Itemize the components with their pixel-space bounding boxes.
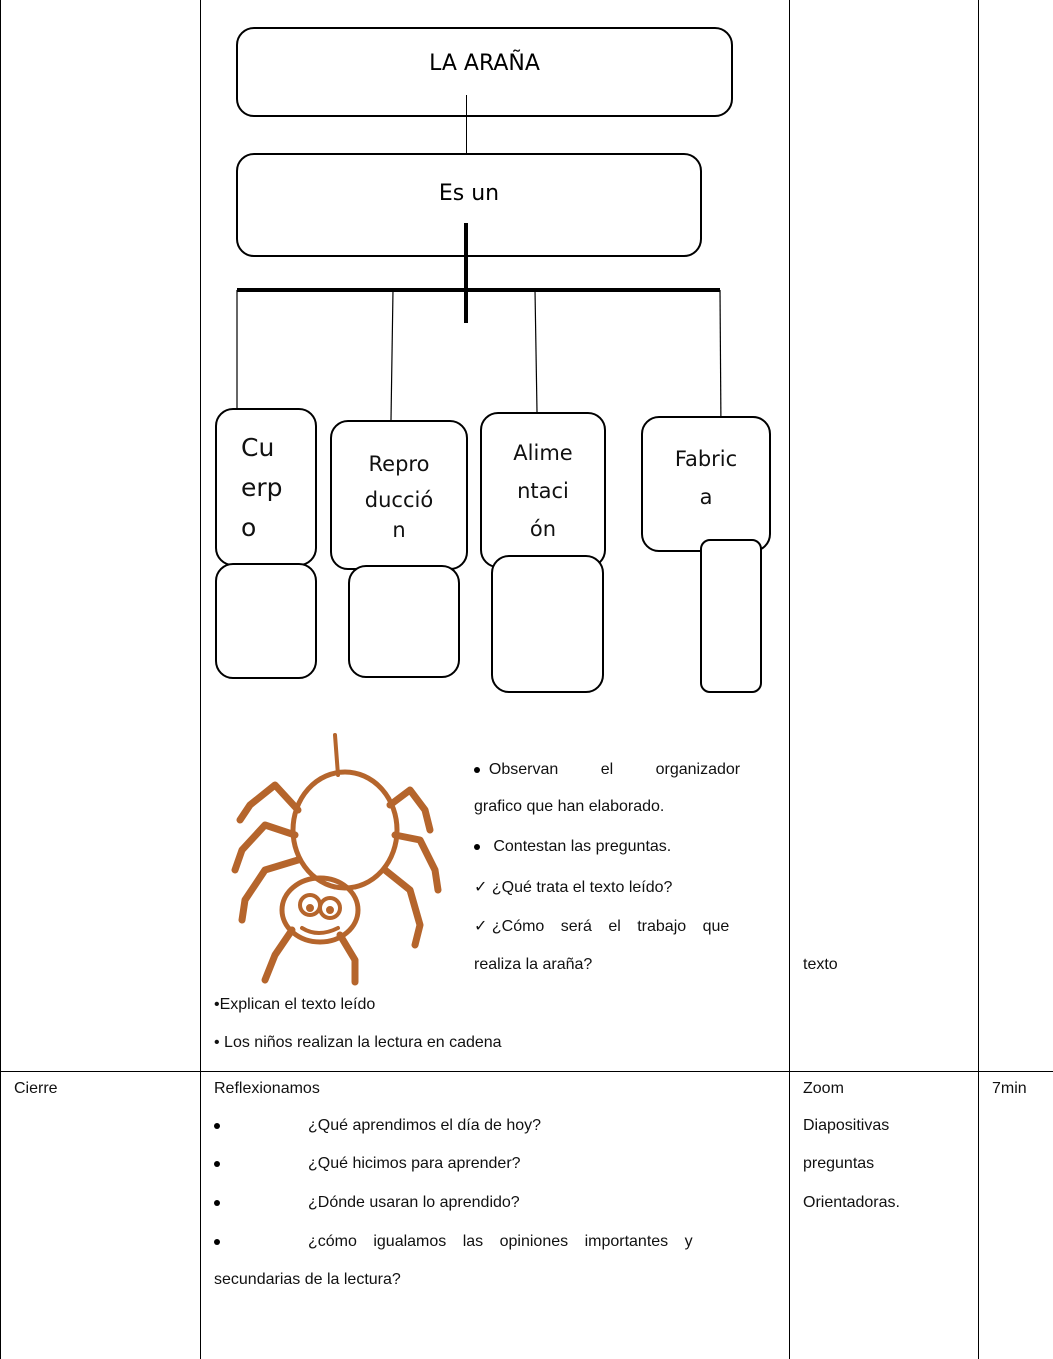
question-item: ¿cómo igualamos las opiniones importante… <box>214 1233 774 1251</box>
activity-bullet-1: Observan el organizador <box>474 761 774 779</box>
resource-text: texto <box>803 956 838 973</box>
bullet-icon <box>214 1199 220 1206</box>
table-row-divider <box>0 1071 1053 1072</box>
activity-check-2: ✓ ¿Cómo será el trabajo que <box>474 916 774 936</box>
resource-zoom: Zoom <box>803 1080 844 1097</box>
activity-check-1: ✓ ¿Qué trata el texto leído? <box>474 877 672 897</box>
branch-text: o <box>241 513 257 542</box>
bullet-icon <box>474 766 480 773</box>
branch-box-fabrica: Fabric a <box>641 416 771 552</box>
concept-title-box: LA ARAÑA <box>236 27 733 117</box>
activity-text: ¿Cómo será el trabajo que <box>491 918 730 935</box>
concept-title: LA ARAÑA <box>429 51 540 76</box>
branch-text: Repro <box>368 452 430 476</box>
question-text: ¿cómo igualamos las opiniones importante… <box>308 1233 693 1250</box>
question-item: ¿Qué aprendimos el día de hoy? <box>214 1117 541 1135</box>
empty-box <box>215 563 317 679</box>
bullet-icon <box>474 843 480 850</box>
branch-box-reproduccion: Repro ducció n <box>330 420 468 570</box>
activity-text: realiza la araña? <box>474 956 593 973</box>
concept-middle-box: Es un <box>236 153 702 257</box>
question-item: ¿Dónde usaran lo aprendido? <box>214 1194 520 1212</box>
table-border-col4 <box>978 0 979 1359</box>
spider-illustration <box>231 733 442 986</box>
branch-box-cuerpo: Cu erp o <box>215 408 317 566</box>
branch-bar <box>237 288 720 292</box>
branch-text: ón <box>529 517 557 541</box>
activity-text: Contestan las preguntas. <box>493 838 672 855</box>
connector-line <box>466 95 467 185</box>
cierre-heading: Reflexionamos <box>214 1080 320 1097</box>
question-text: ¿Dónde usaran lo aprendido? <box>308 1194 520 1211</box>
branch-box-alimentacion: Alime ntaci ón <box>480 412 606 568</box>
empty-box <box>700 539 762 693</box>
check-icon: ✓ <box>474 879 488 896</box>
trunk-line <box>464 223 468 323</box>
activity-text: ¿Qué trata el texto leído? <box>491 879 673 896</box>
activity-text: Observan el organizador <box>488 761 741 778</box>
time-label: 7min <box>992 1080 1027 1097</box>
concept-middle: Es un <box>438 181 500 206</box>
branch-text: erp <box>241 473 283 502</box>
resource-preguntas: preguntas <box>803 1155 875 1172</box>
bullet-icon <box>214 1238 220 1245</box>
bullet-icon <box>214 1160 220 1167</box>
branch-text: Fabric <box>674 447 738 471</box>
branch-text: Alime <box>513 441 573 465</box>
bullet-icon <box>214 1122 220 1129</box>
resource-orientadoras: Orientadoras. <box>803 1194 900 1211</box>
resource-diapositivas: Diapositivas <box>803 1117 890 1134</box>
explain-text: •Explican el texto leído <box>214 996 376 1013</box>
question-text: ¿Qué hicimos para aprender? <box>308 1155 521 1172</box>
table-border-col3 <box>789 0 790 1359</box>
branch-text: n <box>392 518 406 542</box>
check-icon: ✓ <box>474 918 488 935</box>
branch-text: ducció <box>364 488 434 512</box>
question-text: ¿Qué aprendimos el día de hoy? <box>308 1117 542 1134</box>
stage-label: Cierre <box>14 1080 58 1097</box>
branch-text: ntaci <box>517 479 569 503</box>
table-border-left <box>0 0 1 1359</box>
table-border-col2 <box>200 0 201 1359</box>
activity-text: grafico que han elaborado. <box>474 798 665 815</box>
empty-box <box>348 565 460 678</box>
question-item: ¿Qué hicimos para aprender? <box>214 1155 521 1173</box>
branch-text: a <box>699 485 713 509</box>
question-text: secundarias de la lectura? <box>214 1271 401 1288</box>
branch-text: Cu <box>241 433 275 462</box>
empty-box <box>491 555 604 693</box>
chain-reading-text: • Los niños realizan la lectura en caden… <box>214 1034 502 1051</box>
activity-bullet-2: Contestan las preguntas. <box>474 838 671 856</box>
